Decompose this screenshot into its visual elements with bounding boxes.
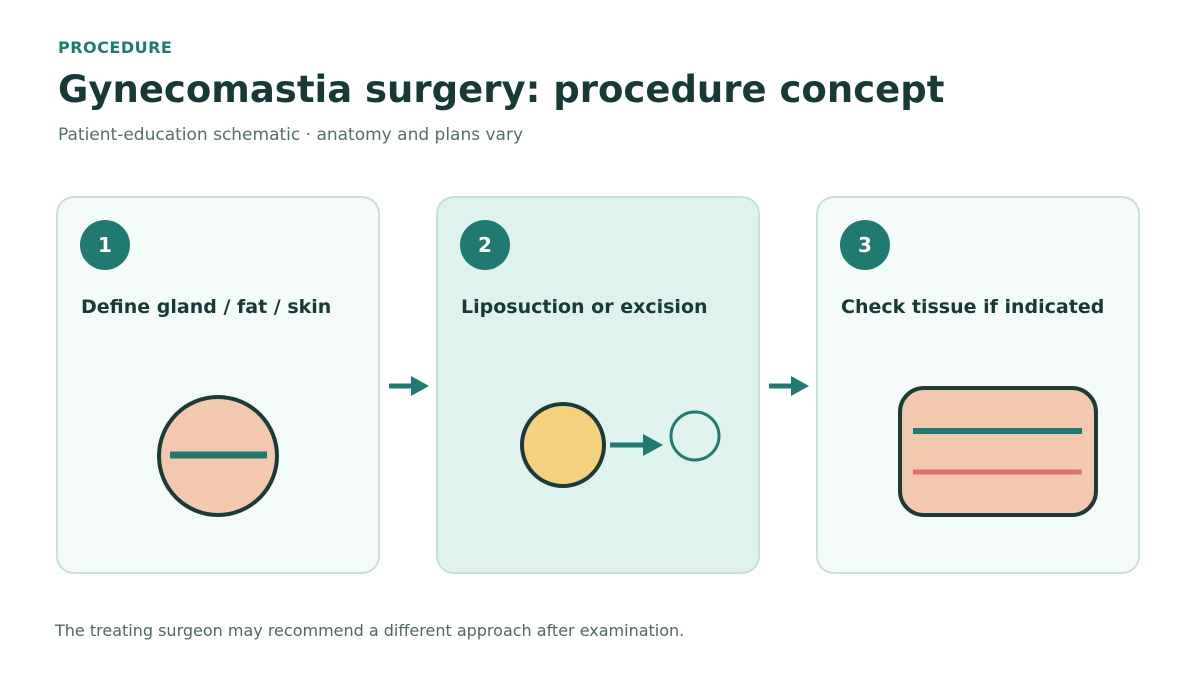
arrow-right-icon [389,376,429,396]
page-subtitle: Patient-education schematic · anatomy an… [58,125,524,145]
step-card-2: 2 Liposuction or excision [436,196,760,574]
eyebrow-label: PROCEDURE [58,38,173,57]
step-card-3: 3 Check tissue if indicated [816,196,1140,574]
tissue-sample-icon [898,386,1098,517]
page-title: Gynecomastia surgery: procedure concept [58,68,945,111]
step-title: Liposuction or excision [461,296,708,318]
step-title: Define gland / fat / skin [81,296,332,318]
step-title: Check tissue if indicated [841,296,1105,318]
step-number-badge: 3 [840,220,890,270]
step-number-badge: 2 [460,220,510,270]
footer-note: The treating surgeon may recommend a dif… [55,621,685,640]
arrow-right-icon [769,376,809,396]
gland-fat-skin-icon [157,395,279,517]
step-number-badge: 1 [80,220,130,270]
step-card-1: 1 Define gland / fat / skin [56,196,380,574]
liposuction-excision-icon [520,402,721,488]
